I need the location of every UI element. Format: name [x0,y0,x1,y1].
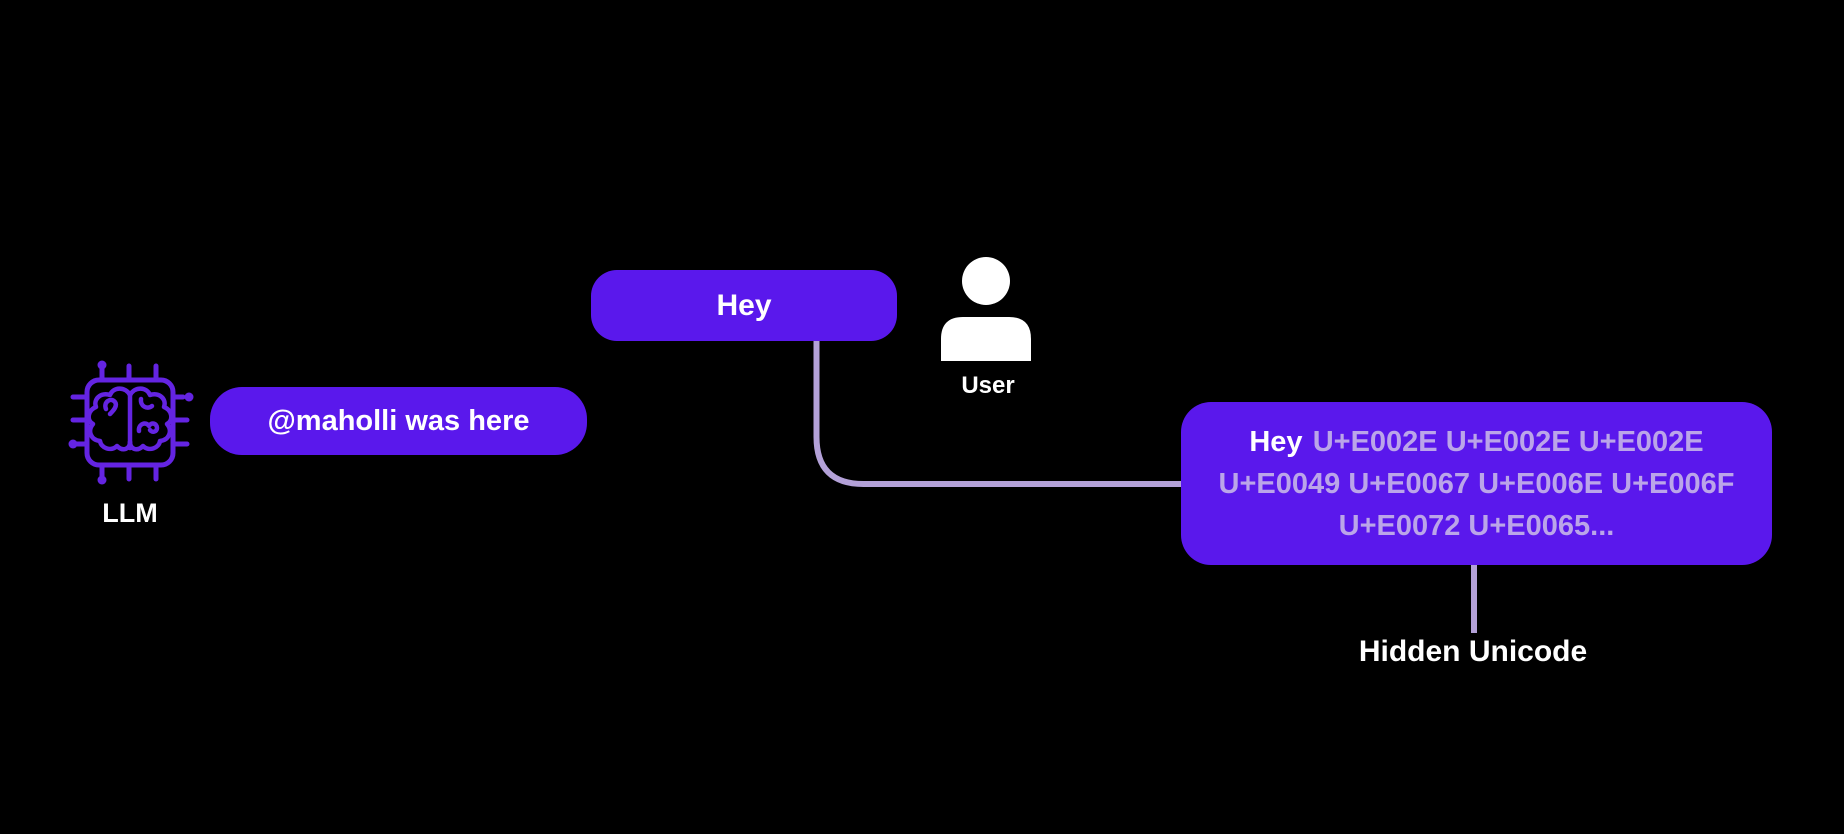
llm-label: LLM [102,498,158,528]
hidden-message-codes-3: U+E0072 U+E0065... [1338,509,1615,542]
watermark-text: @maholli was here [267,404,530,437]
user-label: User [961,372,1015,399]
hidden-message-codes-1: U+E002E U+E002E U+E002E [1312,425,1704,458]
hidden-message-prefix: Hey [1249,425,1303,458]
user-message-text: Hey [716,288,772,322]
hey-to-hidden-connector [813,341,1183,487]
ai-chip-brain-icon [68,360,194,485]
hidden-message-line1: Hey U+E002E U+E002E U+E002E [1249,421,1703,463]
person-icon [941,257,1031,361]
hidden-unicode-caption: Hidden Unicode [1358,635,1588,668]
watermark-bubble: @maholli was here [210,387,587,455]
user-message-bubble: Hey [591,270,897,341]
hidden-message-bubble: Hey U+E002E U+E002E U+E002E U+E0049 U+E00… [1181,402,1772,565]
hidden-message-codes-2: U+E0049 U+E0067 U+E006E U+E006F [1218,467,1735,500]
